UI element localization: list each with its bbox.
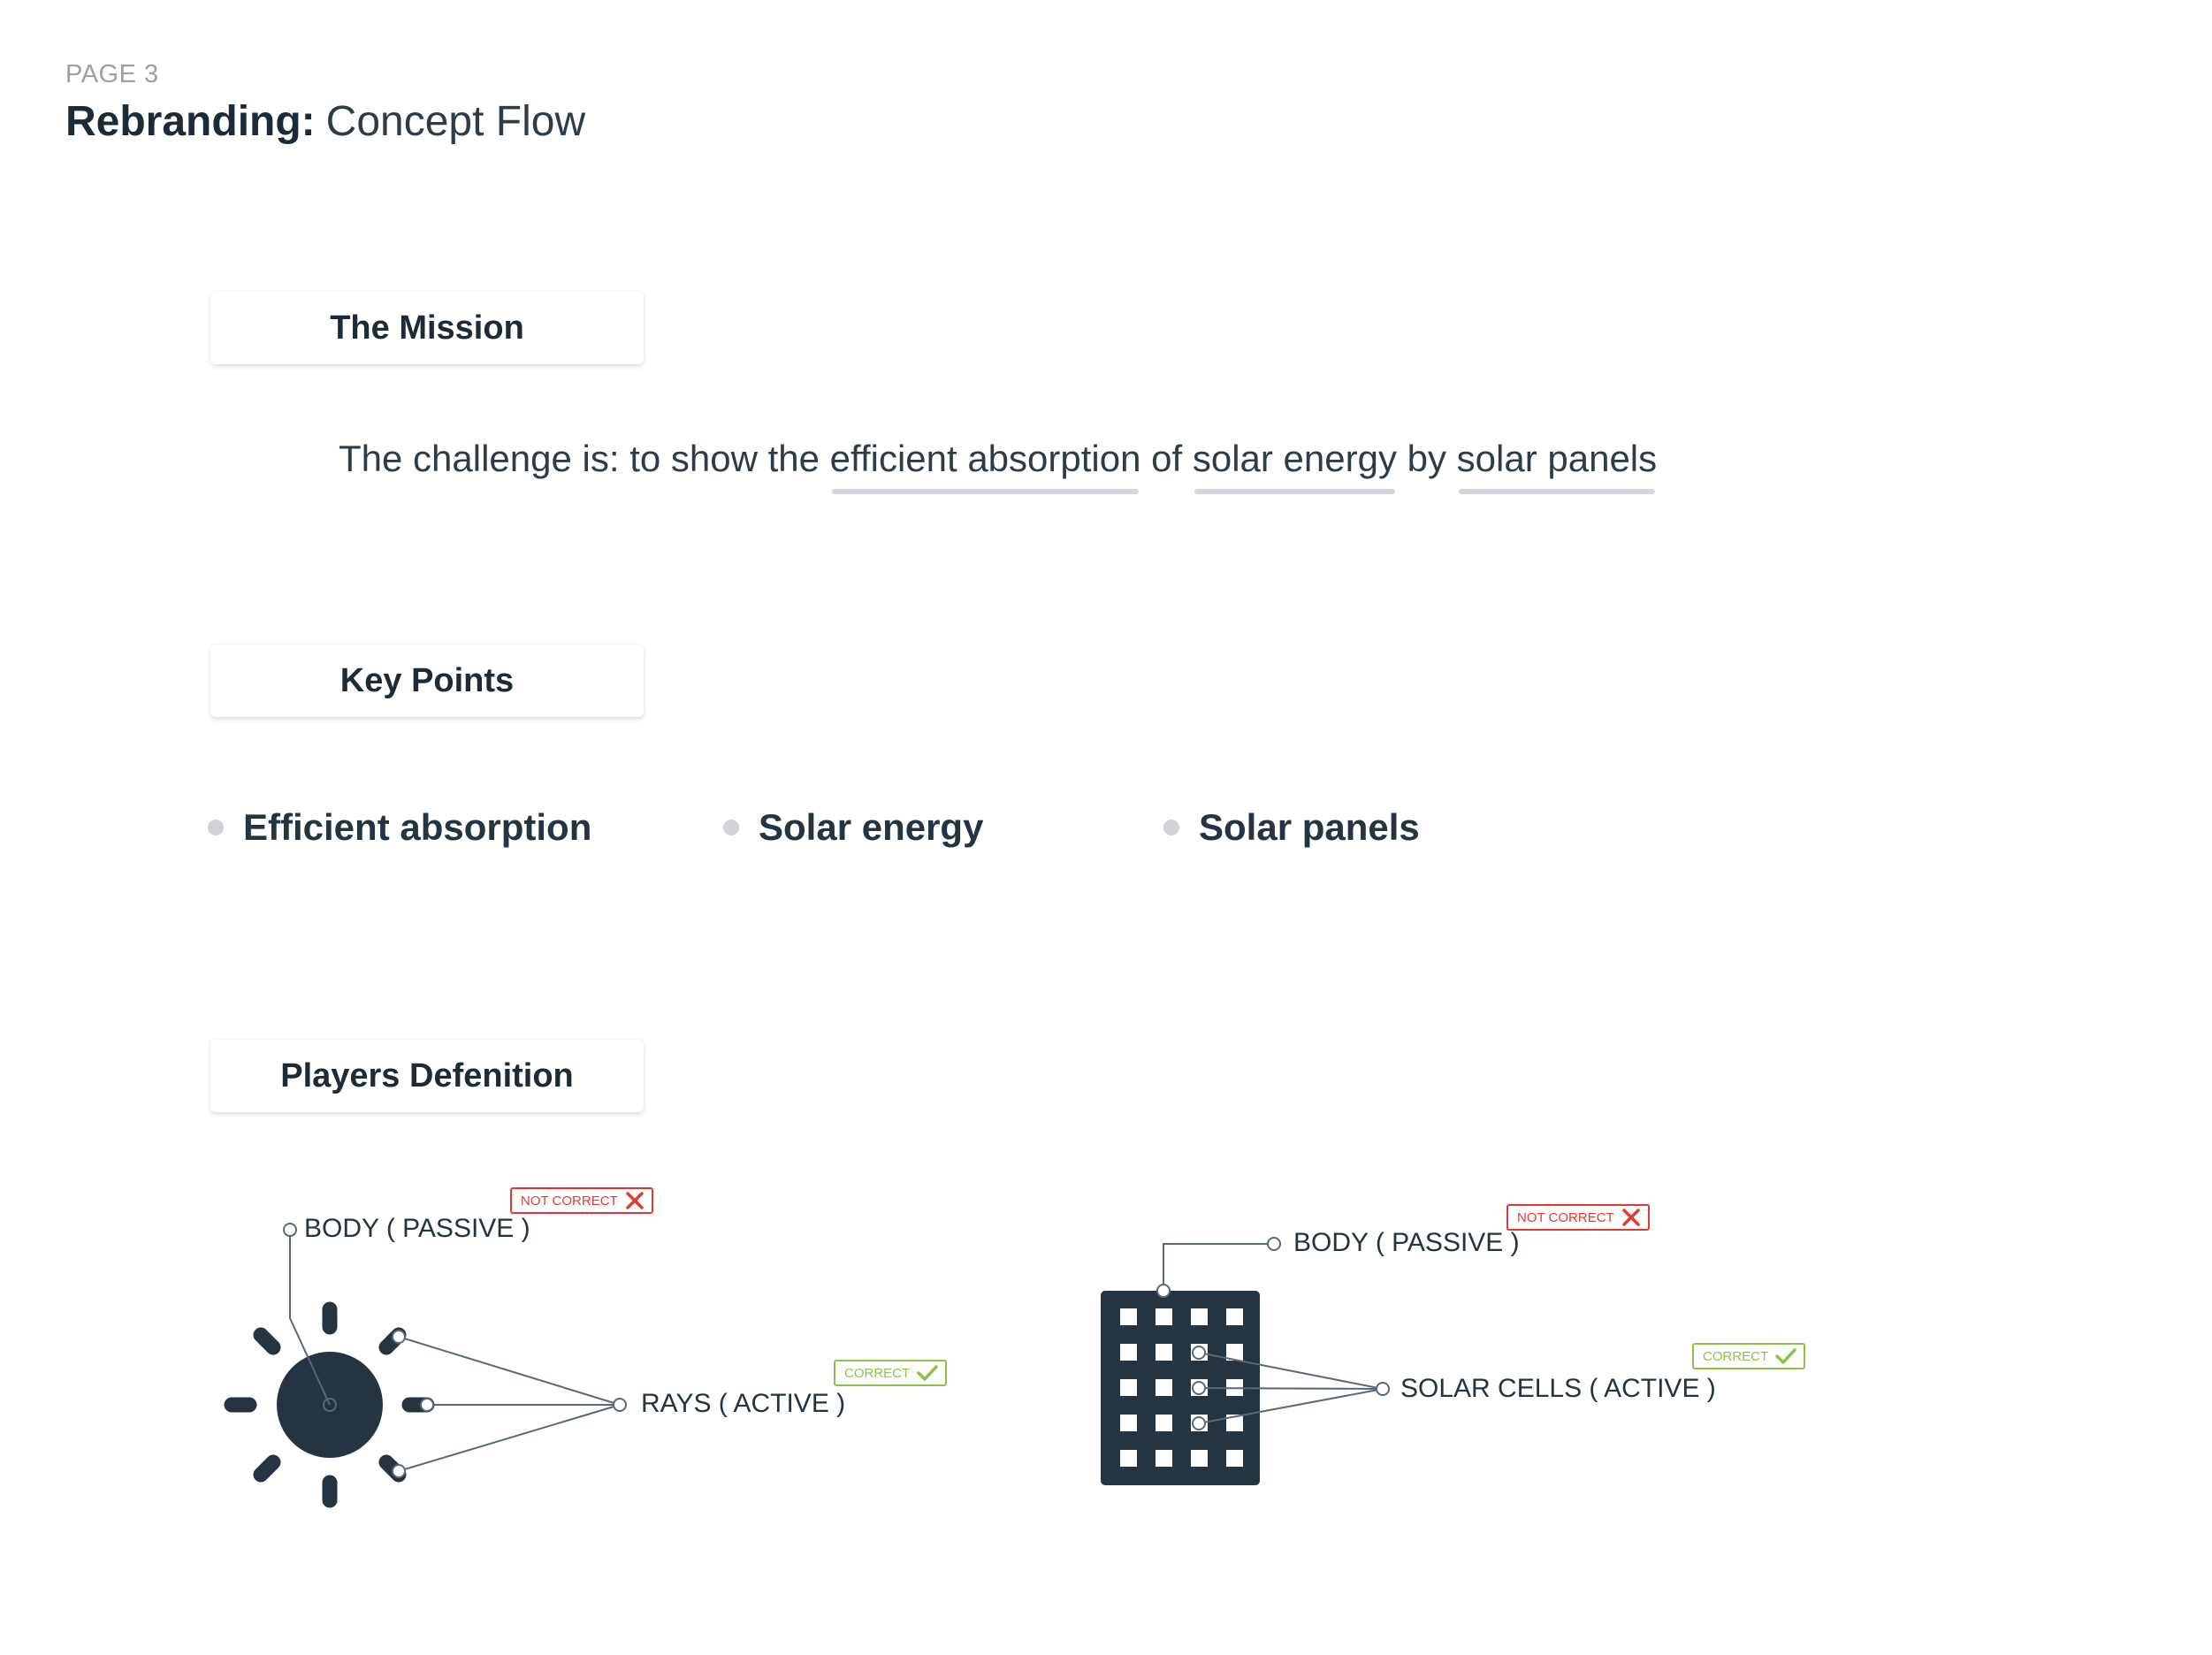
sun-rays-label: RAYS ( ACTIVE ): [641, 1389, 846, 1418]
challenge-text: The challenge is: to show the: [339, 438, 830, 479]
page-title: Rebranding:Concept Flow: [65, 97, 585, 146]
badge-text: NOT CORRECT: [1517, 1209, 1614, 1225]
badge-text: CORRECT: [1703, 1348, 1769, 1364]
sun-connectors: [289, 1230, 621, 1472]
highlight-solar-panels: solar panels: [1456, 438, 1658, 494]
page-label: PAGE 3: [65, 60, 159, 88]
check-icon: [917, 1365, 938, 1381]
challenge-text: by: [1396, 438, 1457, 479]
mission-card: The Mission: [210, 292, 644, 364]
cross-icon: [1621, 1209, 1640, 1226]
sun-rays-status-badge: CORRECT: [834, 1360, 948, 1386]
bullet-icon: [208, 820, 224, 835]
panel-connectors: [1163, 1243, 1384, 1424]
badge-text: NOT CORRECT: [521, 1193, 618, 1209]
cross-icon: [625, 1192, 644, 1209]
panel-body-status-badge: NOT CORRECT: [1506, 1204, 1650, 1231]
badge-text: CORRECT: [844, 1365, 911, 1381]
title-light: Concept Flow: [325, 98, 586, 145]
challenge-statement: The challenge is: to show the efficient …: [339, 438, 1658, 494]
bullet-icon: [723, 820, 739, 835]
sun-body-label: BODY ( PASSIVE ): [304, 1214, 530, 1243]
panel-nodes: [1156, 1237, 1390, 1430]
key-point-label: Solar panels: [1199, 806, 1420, 848]
key-point-solar-panels: Solar panels: [1163, 806, 1420, 849]
panel-cells-status-badge: CORRECT: [1692, 1343, 1806, 1369]
key-point-solar-energy: Solar energy: [723, 806, 983, 849]
key-point-label: Solar energy: [759, 806, 984, 848]
key-point-efficient-absorption: Efficient absorption: [208, 806, 591, 849]
sun-body-status-badge: NOT CORRECT: [510, 1187, 653, 1214]
panel-cells-label: SOLAR CELLS ( ACTIVE ): [1400, 1374, 1716, 1403]
panel-body-label: BODY ( PASSIVE ): [1293, 1228, 1520, 1257]
players-card: Players Defenition: [210, 1040, 644, 1112]
highlight-solar-energy: solar energy: [1192, 438, 1397, 494]
key-points-card: Key Points: [210, 644, 644, 717]
sun-nodes: [283, 1223, 627, 1478]
check-icon: [1775, 1348, 1796, 1364]
bullet-icon: [1163, 820, 1179, 835]
key-point-label: Efficient absorption: [243, 806, 592, 848]
title-strong: Rebranding:: [65, 98, 316, 145]
challenge-text: of: [1140, 438, 1193, 479]
highlight-efficient-absorption: efficient absorption: [829, 438, 1141, 494]
